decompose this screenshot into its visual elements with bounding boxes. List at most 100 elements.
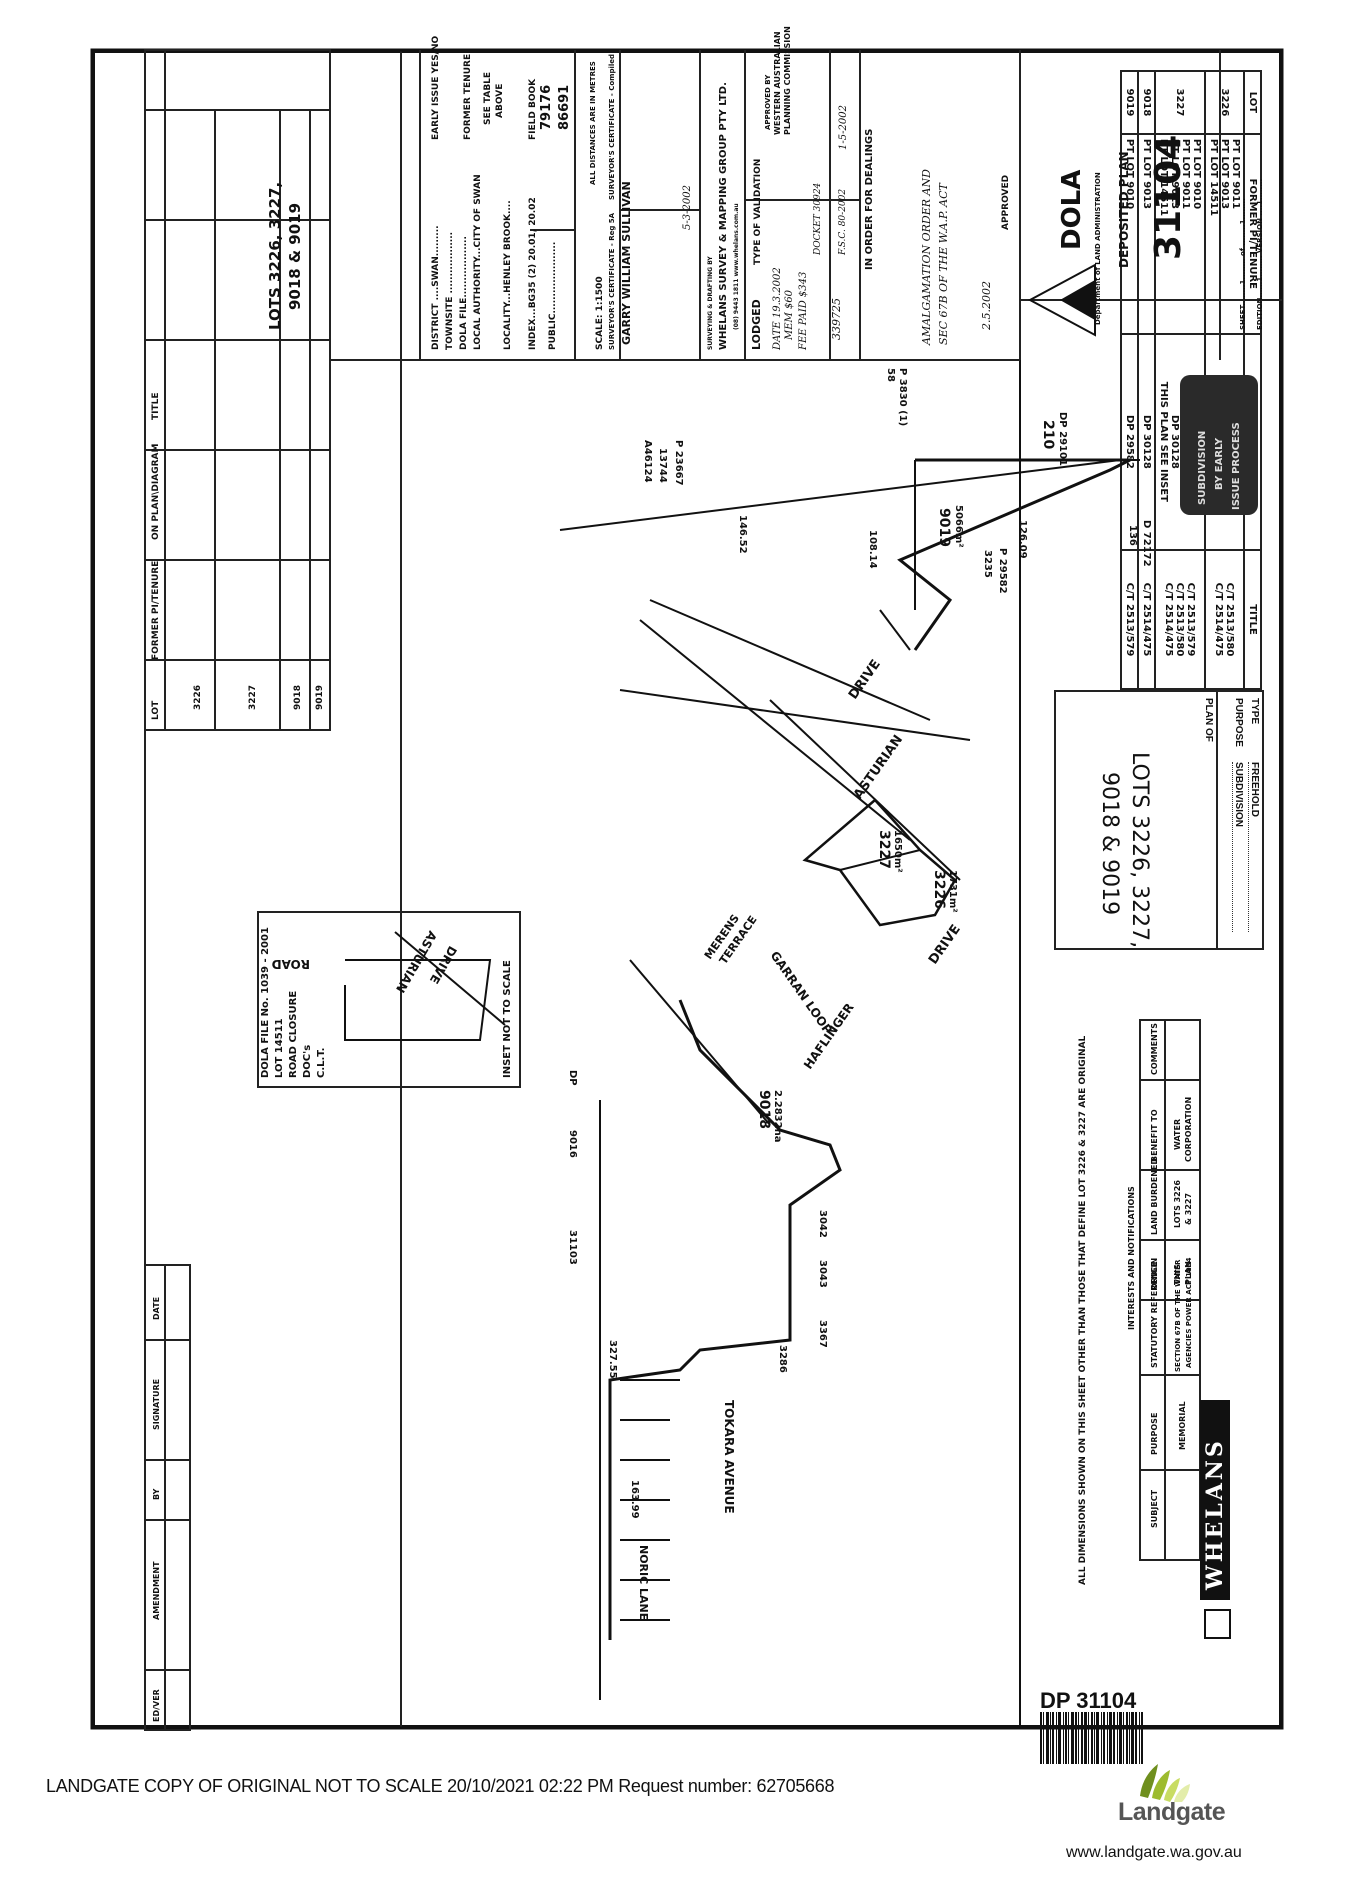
svg-text:FORMER PI/TENURE: FORMER PI/TENURE — [151, 561, 161, 660]
svg-text:3235: 3235 — [982, 550, 993, 578]
svg-text:P 29582: P 29582 — [997, 548, 1008, 594]
svg-text:SUBDIVISION: SUBDIVISION — [1197, 431, 1208, 505]
svg-text:79176: 79176 — [539, 85, 554, 130]
svg-text:136: 136 — [1127, 525, 1138, 546]
svg-text:210: 210 — [1040, 420, 1056, 449]
svg-text:DP 29101: DP 29101 — [1057, 412, 1068, 466]
copy-stamp: LANDGATE COPY OF ORIGINAL NOT TO SCALE 2… — [46, 1776, 835, 1796]
svg-text:EDITION......1........ VERSION: EDITION......1........ VERSION ....1....… — [1256, 179, 1264, 330]
svg-text:9016: 9016 — [567, 1130, 578, 1158]
svg-text:DOC's: DOC's — [302, 1045, 313, 1078]
svg-text:3226: 3226 — [193, 685, 203, 710]
svg-text:BY: BY — [152, 1488, 161, 1500]
svg-text:DOCKET 30924: DOCKET 30924 — [813, 182, 823, 256]
landgate-footer: LANDGATE COPY OF ORIGINAL NOT TO SCALE 2… — [0, 1760, 1345, 1902]
svg-text:SECTION 67B OF THE WATER: SECTION 67B OF THE WATER — [1174, 1259, 1182, 1372]
svg-text:LOCALITY...HENLEY BROOK....: LOCALITY...HENLEY BROOK.... — [503, 200, 513, 350]
dp-stamp: DP 31104 — [1040, 1688, 1137, 1713]
svg-text:3226: 3226 — [931, 870, 947, 909]
whelans-logo — [1200, 1400, 1230, 1600]
svg-text:AMENDMENT: AMENDMENT — [152, 1561, 161, 1620]
svg-text:3227: 3227 — [248, 685, 258, 710]
svg-text:D 72172: D 72172 — [1141, 520, 1152, 567]
svg-text:GARRAN LOOP: GARRAN LOOP — [768, 949, 836, 1037]
svg-text:FEE PAID $343: FEE PAID $343 — [798, 272, 809, 351]
svg-text:PLAN: PLAN — [1184, 1261, 1193, 1285]
svg-text:AMALGAMATION ORDER AND: AMALGAMATION ORDER AND — [920, 169, 933, 346]
svg-text:3367: 3367 — [817, 1320, 828, 1348]
svg-text:ASTURIAN: ASTURIAN — [393, 929, 440, 996]
svg-text:LOT 14511: LOT 14511 — [274, 1018, 285, 1078]
svg-text:EARLY ISSUE YES/NO: EARLY ISSUE YES/NO — [431, 36, 441, 140]
svg-text:APPROVED BY: APPROVED BY — [764, 74, 772, 130]
svg-text:MEMORIAL: MEMORIAL — [1178, 1401, 1187, 1450]
svg-text:1731m²: 1731m² — [947, 870, 958, 913]
svg-text:TOKARA AVENUE: TOKARA AVENUE — [722, 1400, 736, 1514]
svg-text:WHELANS: WHELANS — [1202, 1438, 1228, 1591]
svg-text:INTERESTS AND NOTIFICATIONS: INTERESTS AND NOTIFICATIONS — [1127, 1186, 1136, 1330]
svg-text:TYPE OF VALIDATION: TYPE OF VALIDATION — [753, 159, 763, 265]
svg-text:ON PLAN\DIAGRAM: ON PLAN\DIAGRAM — [151, 444, 161, 540]
svg-text:PLANNING COMMISSION: PLANNING COMMISSION — [783, 26, 792, 135]
svg-text:ROAD CLOSURE: ROAD CLOSURE — [288, 991, 299, 1078]
svg-text:31103: 31103 — [567, 1230, 578, 1265]
svg-text:STATUTORY REFERENCE: STATUTORY REFERENCE — [1150, 1261, 1159, 1368]
svg-text:SUBJECT: SUBJECT — [1150, 1489, 1159, 1528]
svg-text:339725: 339725 — [830, 298, 843, 340]
svg-text:58: 58 — [885, 368, 896, 382]
svg-text:APPROVED: APPROVED — [1001, 175, 1011, 230]
svg-text:SHEET........1........ of ....: SHEET........1........ of ........1.....… — [1239, 198, 1247, 330]
svg-text:86691: 86691 — [557, 85, 572, 130]
svg-text:DATE: DATE — [152, 1297, 161, 1320]
svg-text:LOTS 3226, 3227,: LOTS 3226, 3227, — [266, 182, 284, 330]
svg-text:9018: 9018 — [756, 1090, 772, 1129]
svg-text:9019: 9019 — [315, 685, 325, 710]
svg-text:1-5-2002: 1-5-2002 — [838, 105, 849, 150]
svg-text:ABOVE: ABOVE — [495, 84, 505, 118]
landgate-url[interactable]: www.landgate.wa.gov.au — [1066, 1844, 1242, 1861]
svg-text:TITLE: TITLE — [151, 392, 161, 420]
svg-text:DRIVE: DRIVE — [926, 922, 964, 967]
svg-text:F.S.C. 80-2002: F.S.C. 80-2002 — [838, 189, 848, 256]
svg-text:9019: 9019 — [936, 508, 952, 547]
svg-text:DEPOSITED PLAN: DEPOSITED PLAN — [1117, 151, 1131, 268]
svg-text:NORIC LANE: NORIC LANE — [637, 1545, 650, 1620]
svg-text:ORIGIN: ORIGIN — [1150, 1258, 1159, 1290]
svg-text:DISTRICT ....SWAN.........: DISTRICT ....SWAN......... — [431, 225, 441, 350]
svg-text:ALL DISTANCES ARE IN METRES: ALL DISTANCES ARE IN METRES — [589, 61, 597, 185]
svg-text:WATER: WATER — [1173, 1119, 1182, 1150]
svg-text:SCALE: 1:1500: SCALE: 1:1500 — [595, 276, 605, 350]
svg-text:31104: 31104 — [1148, 135, 1189, 260]
svg-text:SEE TABLE: SEE TABLE — [483, 72, 493, 125]
svg-text:13744: 13744 — [657, 448, 668, 483]
svg-text:1650m²: 1650m² — [892, 830, 903, 873]
inset-box — [257, 911, 521, 1088]
svg-text:FORMER TENURE: FORMER TENURE — [463, 54, 473, 140]
svg-text:TOWNSITE ..................: TOWNSITE .................. — [445, 232, 455, 350]
svg-text:C.L.T.: C.L.T. — [316, 1048, 327, 1078]
svg-text:9018 & 9019: 9018 & 9019 — [286, 203, 304, 310]
svg-text:ISSUE PROCESS: ISSUE PROCESS — [1231, 422, 1242, 510]
svg-text:3042: 3042 — [817, 1210, 828, 1238]
svg-text:INSET NOT TO SCALE: INSET NOT TO SCALE — [502, 960, 513, 1078]
outer-frame — [90, 48, 1284, 1730]
svg-text:IN ORDER FOR DEALINGS: IN ORDER FOR DEALINGS — [864, 129, 875, 270]
svg-text:PUBLIC.....................: PUBLIC..................... — [548, 242, 558, 350]
barcode — [1040, 1712, 1185, 1764]
svg-text:SURVEYING & DRAFTING BY: SURVEYING & DRAFTING BY — [707, 256, 714, 350]
svg-text:3043: 3043 — [817, 1260, 828, 1288]
svg-text:DOLA: DOLA — [1057, 170, 1087, 250]
svg-text:ALL DIMENSIONS SHOWN ON THIS S: ALL DIMENSIONS SHOWN ON THIS SHEET OTHER… — [1078, 1035, 1088, 1585]
svg-text:SURVEYOR'S CERTIFICATE - Compi: SURVEYOR'S CERTIFICATE - Compiled — [608, 54, 616, 200]
svg-text:SEC 67B OF THE W.A.P. ACT: SEC 67B OF THE W.A.P. ACT — [937, 181, 950, 345]
svg-text:108.14: 108.14 — [867, 530, 878, 569]
svg-text:& 3227: & 3227 — [1184, 1193, 1193, 1225]
svg-text:INDEX...BG35 (2) 20.01, 20.02: INDEX...BG35 (2) 20.01, 20.02 — [528, 197, 538, 350]
svg-text:2.2832ha: 2.2832ha — [772, 1090, 783, 1142]
svg-text:5066m²: 5066m² — [953, 505, 964, 548]
svg-text:ROAD: ROAD — [272, 957, 310, 971]
whelans-emblem-icon — [1204, 1609, 1231, 1639]
svg-text:DRIVE: DRIVE — [846, 657, 884, 702]
svg-text:BY EARLY: BY EARLY — [1214, 437, 1225, 490]
svg-text:LAND BURDENED: LAND BURDENED — [1150, 1158, 1159, 1235]
